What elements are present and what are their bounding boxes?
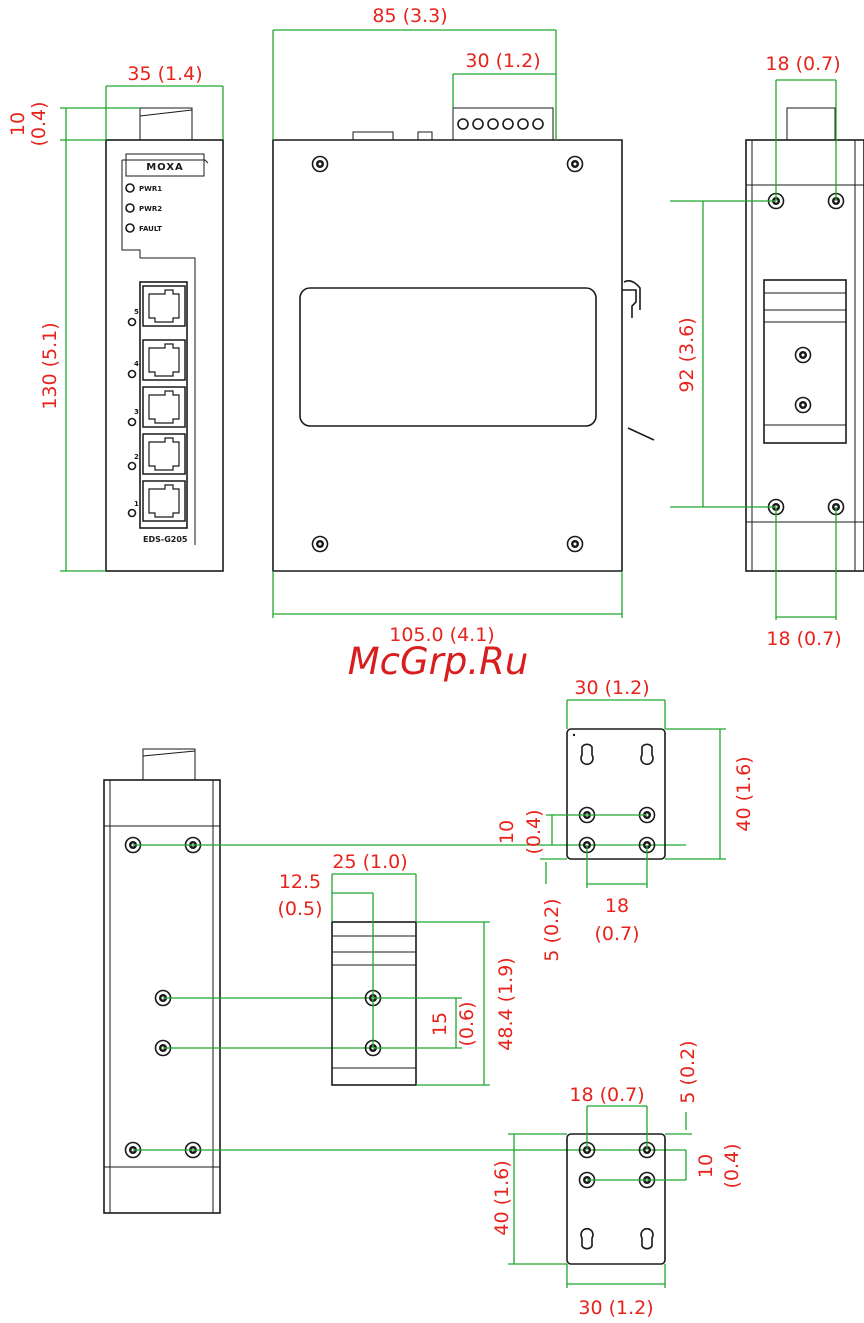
dim-connector-height: 10 [7, 112, 29, 136]
port-label-3: 3 [134, 408, 139, 416]
dim-rear-top-spacing: 18 (0.7) [765, 53, 840, 75]
dim-wall-bot-gap: 10 [695, 1154, 717, 1178]
port-label-4: 4 [134, 360, 139, 368]
led-label-pwr2: PWR2 [139, 205, 162, 213]
side-view: 85 (3.3) 30 (1.2) 105.0 (4.1) [273, 5, 654, 646]
dim-wall-bot-pitch: 18 (0.7) [569, 1084, 644, 1106]
dim-wall-bot-gap-inch: (0.4) [721, 1143, 743, 1188]
dim-wall-top-edge: 5 (0.2) [541, 898, 563, 961]
dim-front-width: 35 (1.4) [127, 63, 202, 85]
wall-mount-top: 30 (1.2) 40 (1.6) 10 (0.4) 5 (0.2) 18 (0… [496, 677, 755, 962]
led-label-fault: FAULT [139, 225, 162, 233]
dim-wall-bot-edge: 5 (0.2) [677, 1040, 699, 1103]
dim-din-gap: 15 [429, 1012, 451, 1036]
port-label-1: 1 [134, 500, 139, 508]
dim-wall-bot-height: 40 (1.6) [491, 1160, 513, 1235]
port-label-5: 5 [134, 308, 139, 316]
dim-wall-bot-width: 30 (1.2) [578, 1297, 653, 1319]
dim-wall-top-width: 30 (1.2) [574, 677, 649, 699]
dim-connector-height-inch: (0.4) [28, 101, 50, 146]
port-label-2: 2 [134, 453, 139, 461]
dim-front-height: 130 (5.1) [39, 322, 61, 409]
led-label-pwr1: PWR1 [139, 185, 162, 193]
watermark: McGrp.Ru [348, 640, 529, 683]
dim-rear-bottom-spacing: 18 (0.7) [766, 628, 841, 650]
dim-din-height: 48.4 (1.9) [495, 957, 517, 1050]
rear-profile [104, 749, 220, 1213]
dim-din-offset-inch: (0.5) [277, 898, 322, 920]
dim-din-gap-inch: (0.6) [456, 1001, 478, 1046]
dim-rear-hole-spacing: 92 (3.6) [676, 317, 698, 392]
dim-wall-top-height: 40 (1.6) [733, 756, 755, 831]
dim-din-offset: 12.5 [279, 871, 321, 893]
rear-view: 18 (0.7) 92 (3.6) 18 (0.7) [670, 53, 864, 650]
dim-wall-top-pitch-inch: (0.7) [594, 923, 639, 945]
dim-wall-top-gap: 10 [496, 820, 518, 844]
model-label: EDS-G205 [143, 535, 188, 544]
dim-side-width: 85 (3.3) [372, 5, 447, 27]
dim-din-width: 25 (1.0) [332, 851, 407, 873]
front-view: MOXA PWR1 PWR2 FAULT 5 4 3 2 1 EDS-G205 … [7, 63, 223, 571]
dim-terminal-width: 30 (1.2) [465, 50, 540, 72]
din-rail-bracket: 25 (1.0) 12.5 (0.5) 15 (0.6) 48.4 (1.9) [277, 851, 517, 1085]
dim-wall-top-gap-inch: (0.4) [523, 809, 545, 854]
wall-mount-bottom: 5 (0.2) 18 (0.7) 10 (0.4) 40 (1.6) 30 (1… [491, 1040, 743, 1319]
dim-wall-top-pitch: 18 [605, 895, 629, 917]
brand-logo: MOXA [146, 162, 184, 173]
